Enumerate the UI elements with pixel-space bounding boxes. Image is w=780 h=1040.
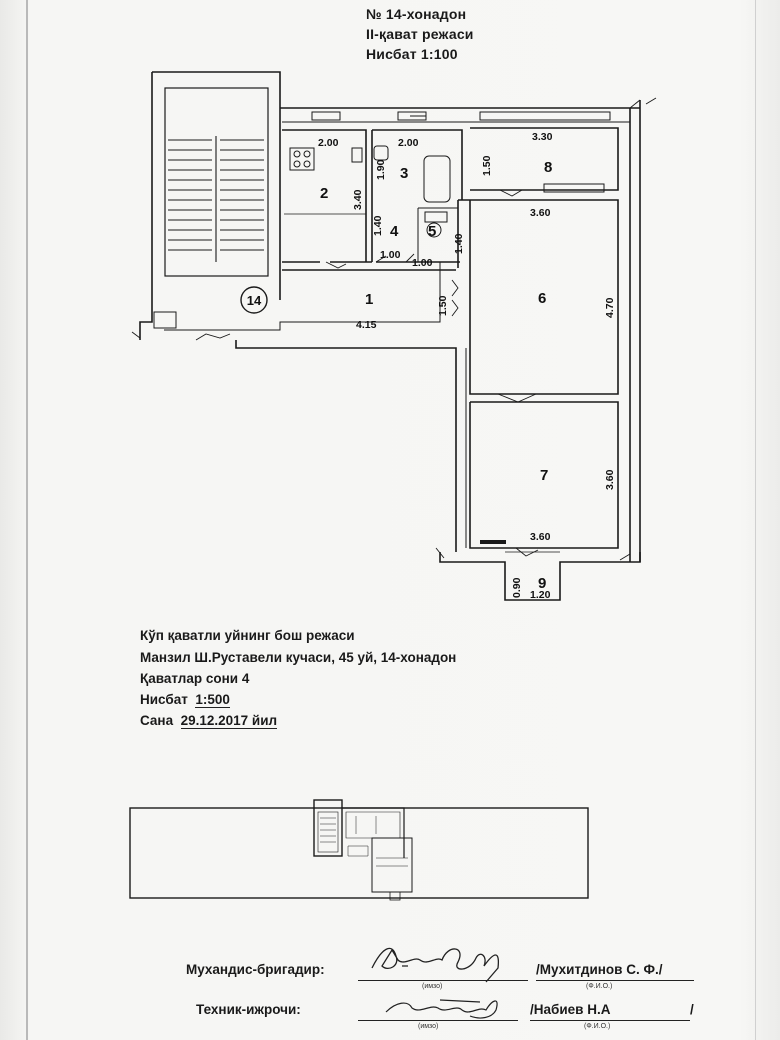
dimensions: 2.00 2.00 3.30 1.90 3.40 1.50 1.40 1.40 …: [318, 131, 616, 601]
room-6: 6: [538, 290, 546, 307]
dim-balcony-depth: 0.90: [511, 577, 523, 598]
radiator: [480, 540, 506, 544]
floor-count: Қаватлар сони 4: [140, 671, 250, 686]
dim-bath-depth: 1.90: [375, 159, 387, 180]
general-plan-title: Кўп қаватли уйнинг бош режаси: [140, 628, 355, 643]
dim-balcony-width: 1.20: [530, 589, 551, 601]
site-plan: [129, 799, 589, 901]
dim-corridor-depth: 1.50: [437, 295, 449, 316]
stair-treads: [168, 136, 264, 262]
room-8: 8: [544, 159, 552, 176]
dim-kitchen-width: 2.00: [318, 137, 339, 149]
technician-name-line: [530, 1020, 690, 1021]
engineer-signature-line: [358, 980, 528, 981]
technician-name: /Набиев Н.А: [530, 1002, 611, 1017]
site-scale: Нисбат 1:500: [140, 692, 230, 708]
stove-icon: [289, 147, 315, 171]
room-1: 1: [365, 291, 373, 308]
technician-name-caption: (Ф.И.О.): [584, 1023, 611, 1030]
plan-scale: Нисбат 1:100: [366, 46, 458, 62]
dim-corridor-length: 4.15: [356, 319, 377, 331]
room-4: 4: [390, 223, 399, 240]
date-label: Сана: [140, 713, 174, 728]
date: Сана 29.12.2017 йил: [140, 713, 278, 729]
date-value: 29.12.2017 йил: [180, 713, 278, 729]
doors: [131, 97, 657, 561]
binding-edge: [26, 0, 28, 1040]
dim-room5-width: 1.00: [412, 257, 433, 269]
building-outline: [129, 807, 589, 899]
dim-room8-depth: 1.50: [481, 155, 493, 176]
room-2: 2: [320, 185, 328, 202]
dim-room6-depth: 4.70: [604, 297, 616, 318]
room-7: 7: [540, 467, 548, 484]
dim-room8-width: 3.30: [532, 131, 553, 143]
signature-technician: [385, 999, 498, 1019]
engineer-name-line: [536, 980, 694, 981]
technician-sign-caption: (имзо): [418, 1023, 439, 1030]
engineer-name-caption: (Ф.И.О.): [586, 983, 613, 990]
signature-engineer: [371, 947, 500, 983]
page-edge: [755, 0, 756, 1040]
technician-name-close: /: [690, 1002, 694, 1017]
dim-room5-depth: 1.40: [453, 233, 465, 254]
bathtub-icon: [423, 155, 451, 203]
apartment-badge: [240, 286, 268, 314]
engineer-sign-caption: (имзо): [422, 983, 443, 990]
floor-label: II-қават режаси: [366, 26, 474, 42]
dim-room4-width: 1.00: [380, 249, 401, 261]
dim-room7-width: 3.60: [530, 531, 551, 543]
apartment-number: № 14-хонадон: [366, 6, 467, 22]
fixtures: [289, 145, 451, 238]
technician-role: Техник-ижрочи:: [196, 1002, 301, 1017]
dim-room7-depth: 3.60: [604, 469, 616, 490]
windows: [153, 111, 611, 329]
dim-kitchen-depth: 3.40: [352, 189, 364, 210]
walls: [139, 71, 641, 601]
site-scale-value: 1:500: [195, 692, 230, 708]
site-scale-label: Нисбат: [140, 692, 188, 707]
room-5: 5: [428, 223, 436, 240]
sink-icon: [351, 147, 363, 163]
room-3: 3: [400, 165, 408, 182]
dim-room6-width: 3.60: [530, 207, 551, 219]
engineer-role: Мухандис-бригадир:: [186, 962, 325, 977]
engineer-name: /Мухитдинов С. Ф./: [536, 962, 663, 977]
dim-room4-depth: 1.40: [372, 215, 384, 236]
washbasin-icon: [426, 222, 442, 238]
room-numbers: 1 2 3 4 5 6 7 8 9: [320, 159, 552, 592]
room-9: 9: [538, 575, 546, 592]
toilet-icon: [373, 145, 389, 161]
technician-signature-line: [358, 1020, 518, 1021]
dim-bath-width: 2.00: [398, 137, 419, 149]
apartment-badge-label: 14: [247, 293, 262, 308]
address: Манзил Ш.Руставели кучаси, 45 уй, 14-хон…: [140, 650, 457, 665]
